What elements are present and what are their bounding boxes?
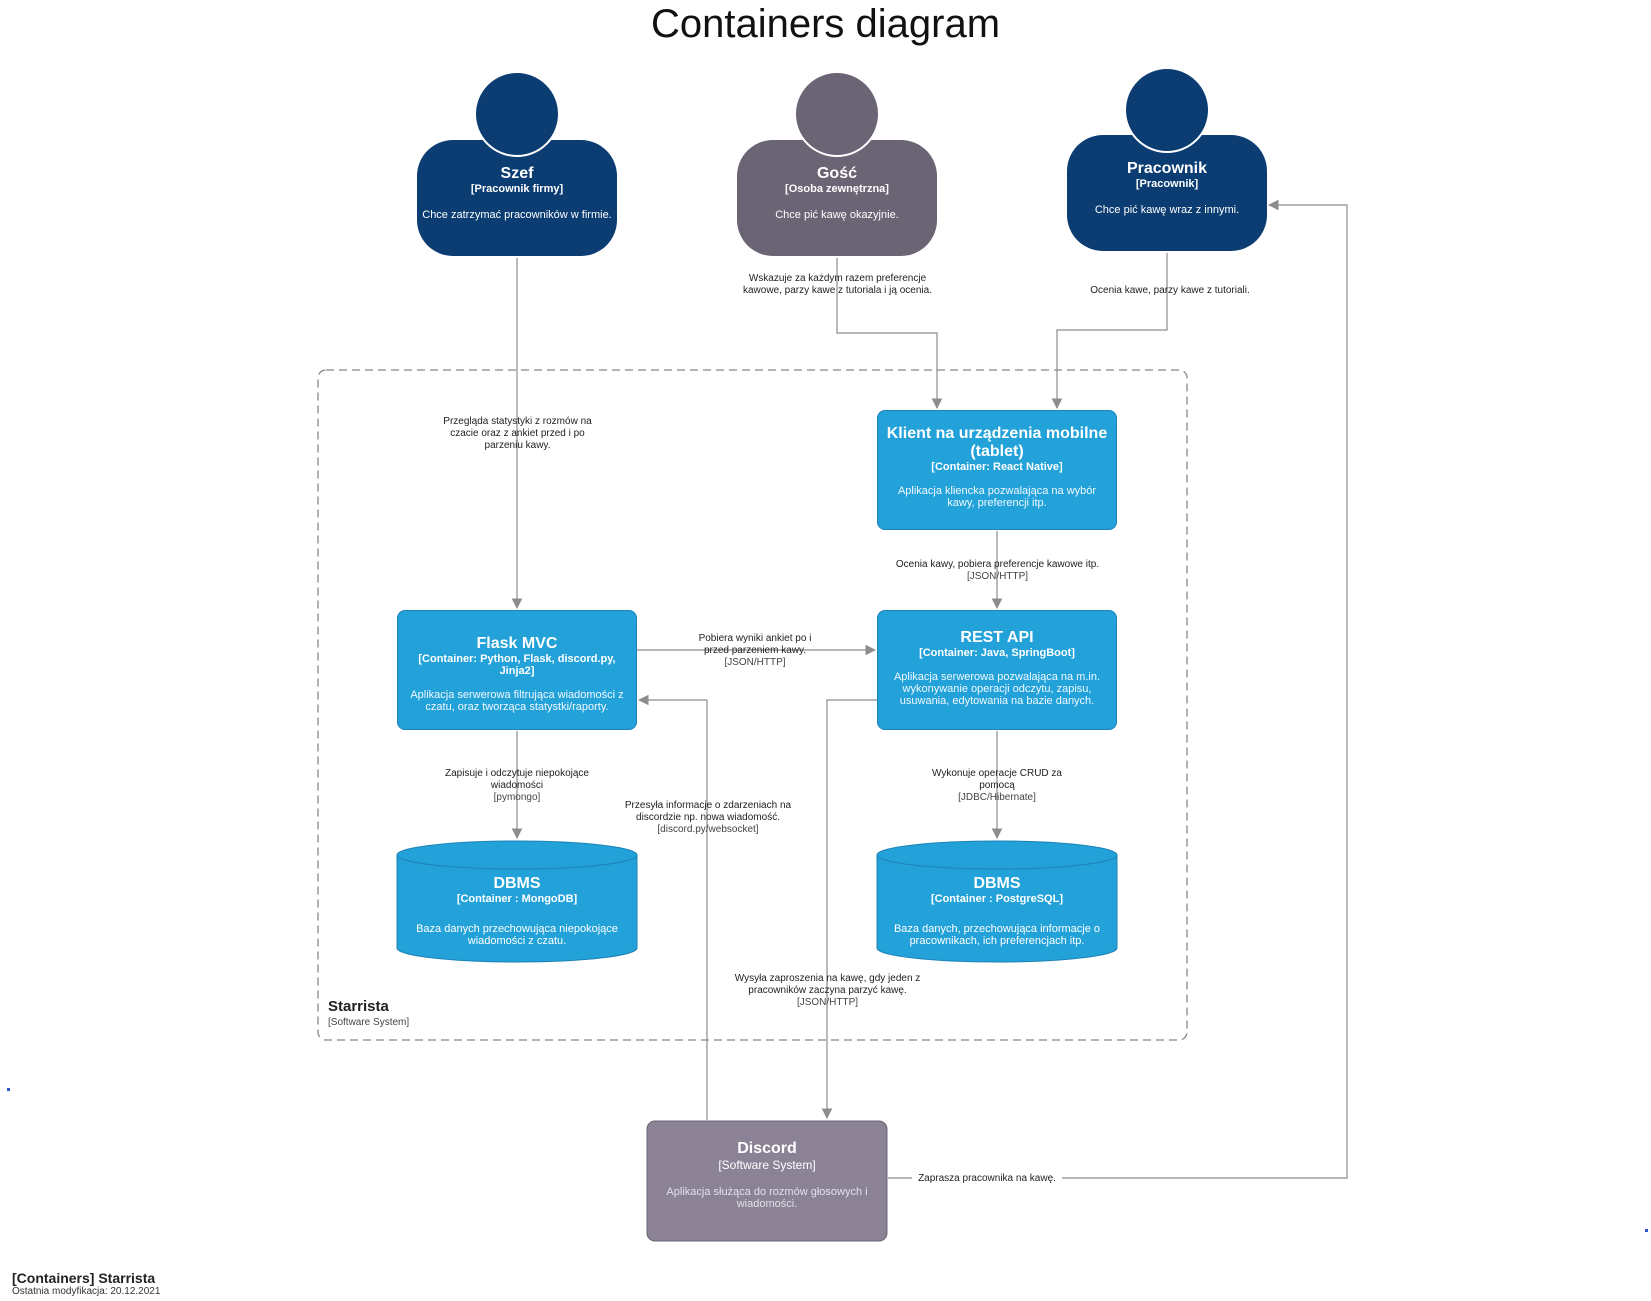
- container-rest: REST API [Container: Java, SpringBoot] A…: [877, 610, 1117, 730]
- person-gosc-shape: [737, 71, 937, 256]
- relation-label-flask-mongo: Zapisuje i odczytuje niepokojące wiadomo…: [445, 768, 589, 803]
- person-pracownik: Pracownik [Pracownik] Chce pić kawę wraz…: [1067, 160, 1267, 250]
- diagram-title: Containers diagram: [650, 2, 1001, 46]
- container-tech: [Container: Java, SpringBoot]: [919, 647, 1075, 659]
- relation-label-discord-flask: Przesyła informacje o zdarzeniach na dis…: [624, 800, 792, 835]
- person-type: [Osoba zewnętrzna]: [785, 183, 889, 195]
- db-tech: [Container : PostgreSQL]: [930, 893, 1063, 905]
- relation-label-szef-flask: Przegląda statystyki z rozmów na czacie …: [443, 416, 592, 451]
- db-name: DBMS: [973, 875, 1021, 892]
- edge-gosc-klient: [836, 258, 943, 410]
- container-klient: Klient na urządzenia mobilne (tablet) [C…: [877, 410, 1117, 530]
- boundary-type: [Software System]: [328, 1017, 410, 1028]
- container-name: Klient na urządzenia mobilne (tablet): [886, 425, 1108, 460]
- relation-label-rest-discord: Wysyła zaproszenia na kawę, gdy jeden z …: [734, 973, 921, 1008]
- container-name: REST API: [960, 629, 1034, 646]
- db-name: DBMS: [493, 875, 541, 892]
- edge-discord-pracownik: [888, 199, 1348, 1179]
- footer-title: [Containers] Starrista: [12, 1270, 156, 1286]
- db-desc: Baza danych, przechowująca informacje o …: [893, 923, 1101, 947]
- person-szef: Szef [Pracownik firmy] Chce zatrzymać pr…: [417, 165, 617, 255]
- system-name: Discord: [737, 1140, 797, 1157]
- edge-pracownik-klient: [1051, 253, 1168, 410]
- container-desc: Aplikacja kliencka pozwalająca na wybór …: [897, 485, 1097, 509]
- container-tech: [Container: React Native]: [931, 461, 1063, 473]
- container-desc: Aplikacja serwerowa filtrująca wiadomośc…: [410, 689, 624, 713]
- system-type: [Software System]: [718, 1158, 816, 1172]
- person-name: Szef: [500, 165, 534, 182]
- footer-subtitle: Ostatnia modyfikacja: 20.12.2021: [12, 1286, 161, 1297]
- person-desc: Chce pić kawę wraz z innymi.: [1094, 204, 1240, 216]
- db-mongo: DBMS [Container : MongoDB] Baza danych p…: [397, 875, 637, 947]
- edge-discord-flask: [637, 694, 708, 1120]
- person-name: Gość: [816, 165, 857, 182]
- db-tech: [Container : MongoDB]: [456, 893, 578, 905]
- external-system-discord: Discord [Software System] Aplikacja służ…: [647, 1140, 887, 1210]
- relation-label-klient-rest: Ocenia kawy, pobiera preferencje kawowe …: [895, 559, 1100, 582]
- person-szef-shape: [417, 71, 617, 256]
- relation-label-pracownik-klient: Ocenia kawe, parzy kawe z tutoriali.: [1090, 285, 1250, 296]
- db-postgres: DBMS [Container : PostgreSQL] Baza danyc…: [877, 875, 1117, 947]
- person-gosc: Gość [Osoba zewnętrzna] Chce pić kawę ok…: [737, 165, 937, 255]
- system-boundary: [317, 369, 1188, 1041]
- relation-label-discord-pracownik: Zaprasza pracownika na kawę.: [912, 1173, 1062, 1185]
- system-desc: Aplikacja służąca do rozmów głosowych i …: [666, 1186, 868, 1210]
- relation-label-flask-rest: Pobiera wyniki ankiet po i przed parzeni…: [698, 633, 812, 668]
- boundary-name: Starrista: [328, 998, 389, 1015]
- relation-label-gosc-klient: Wskazuje za każdym razem preferencje kaw…: [743, 273, 932, 296]
- db-desc: Baza danych przechowująca niepokojące wi…: [416, 923, 618, 947]
- container-name: Flask MVC: [476, 635, 558, 652]
- db-mongo-shape: [396, 840, 638, 963]
- relation-label-rest-postgres: Wykonuje operacje CRUD za pomocą [JDBC/H…: [932, 768, 1062, 803]
- container-flask: Flask MVC [Container: Python, Flask, dis…: [397, 610, 637, 730]
- person-desc: Chce pić kawę okazyjnie.: [775, 209, 899, 221]
- container-tech: [Container: Python, Flask, discord.py, J…: [418, 653, 616, 677]
- db-postgres-shape: [876, 840, 1118, 963]
- person-desc: Chce zatrzymać pracowników w firmie.: [422, 209, 612, 221]
- edge-rest-discord: [821, 699, 877, 1120]
- person-type: [Pracownik]: [1135, 178, 1199, 190]
- discord-shape: [646, 1120, 888, 1242]
- person-name: Pracownik: [1126, 160, 1208, 177]
- person-type: [Pracownik firmy]: [470, 183, 564, 195]
- container-desc: Aplikacja serwerowa pozwalająca na m.in.…: [893, 671, 1101, 707]
- person-pracownik-shape: [1067, 67, 1267, 251]
